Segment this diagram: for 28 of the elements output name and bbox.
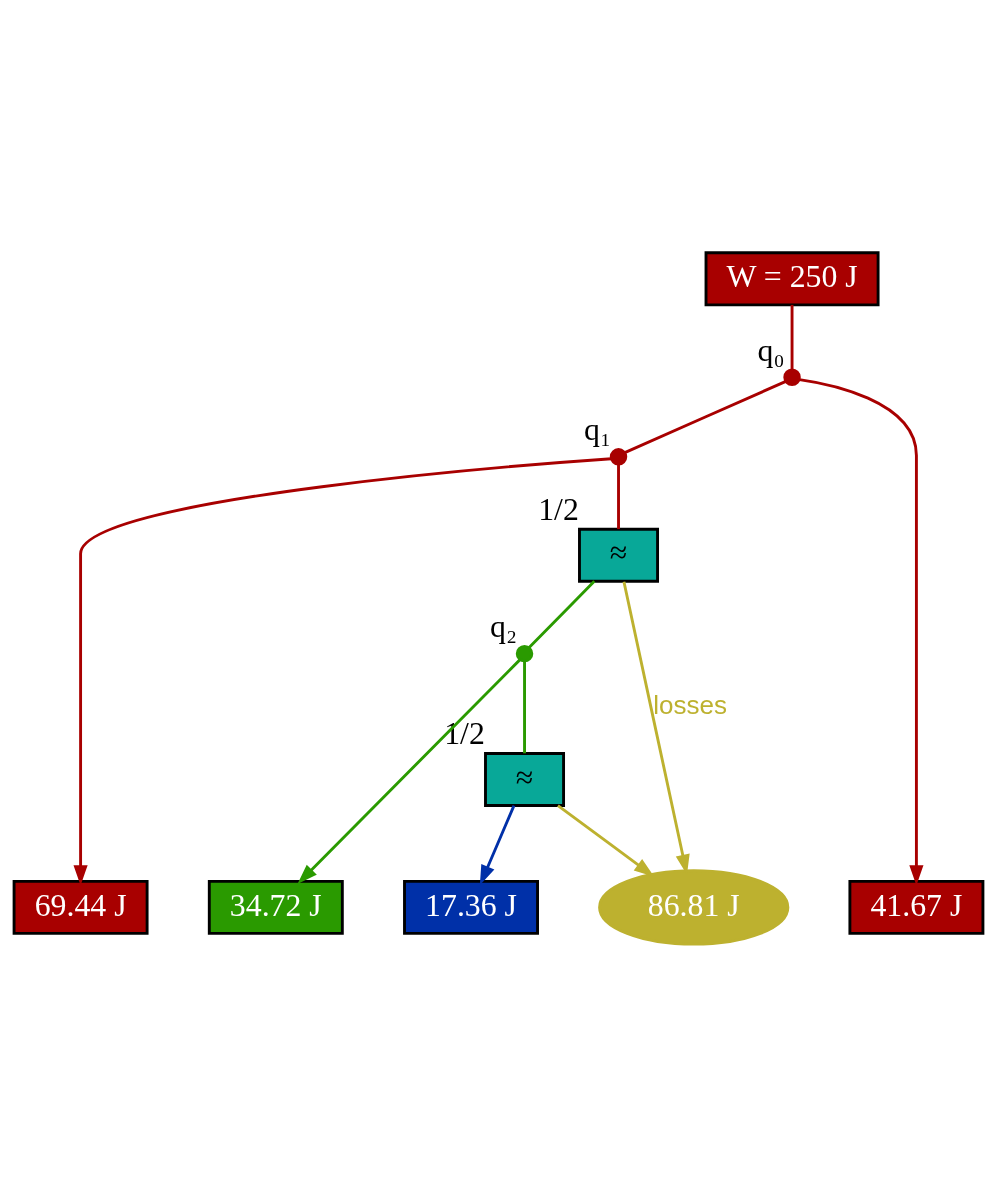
edge-label: losses bbox=[653, 689, 727, 720]
node-box: ≈ bbox=[484, 752, 565, 807]
node-label: 1/2 bbox=[538, 491, 579, 527]
arrow bbox=[622, 581, 690, 875]
node-circle bbox=[515, 644, 534, 663]
node-circle bbox=[609, 448, 628, 466]
node-box: 34.72 J bbox=[207, 879, 344, 935]
node-box: 41.67 J bbox=[848, 879, 985, 935]
connector bbox=[624, 380, 787, 454]
node-label: q₁ bbox=[584, 412, 611, 448]
node-label: 1/2 bbox=[444, 716, 485, 752]
node-box: 17.36 J bbox=[403, 879, 539, 935]
arrow bbox=[557, 804, 655, 877]
connector bbox=[527, 580, 596, 649]
connector bbox=[617, 464, 620, 530]
arrow bbox=[479, 805, 516, 886]
node-box: W = 250 J bbox=[704, 251, 880, 307]
node-ellipse: 86.81 J bbox=[598, 869, 790, 946]
node-box: ≈ bbox=[578, 527, 659, 583]
arrow bbox=[297, 658, 521, 885]
arrow bbox=[73, 457, 612, 886]
node-box: 69.44 J bbox=[12, 879, 149, 935]
connector bbox=[523, 661, 526, 754]
node-label: q₀ bbox=[757, 332, 785, 368]
connector bbox=[790, 304, 794, 370]
node-circle bbox=[783, 368, 801, 386]
arrow bbox=[799, 378, 924, 886]
node-label: q₂ bbox=[490, 609, 517, 645]
